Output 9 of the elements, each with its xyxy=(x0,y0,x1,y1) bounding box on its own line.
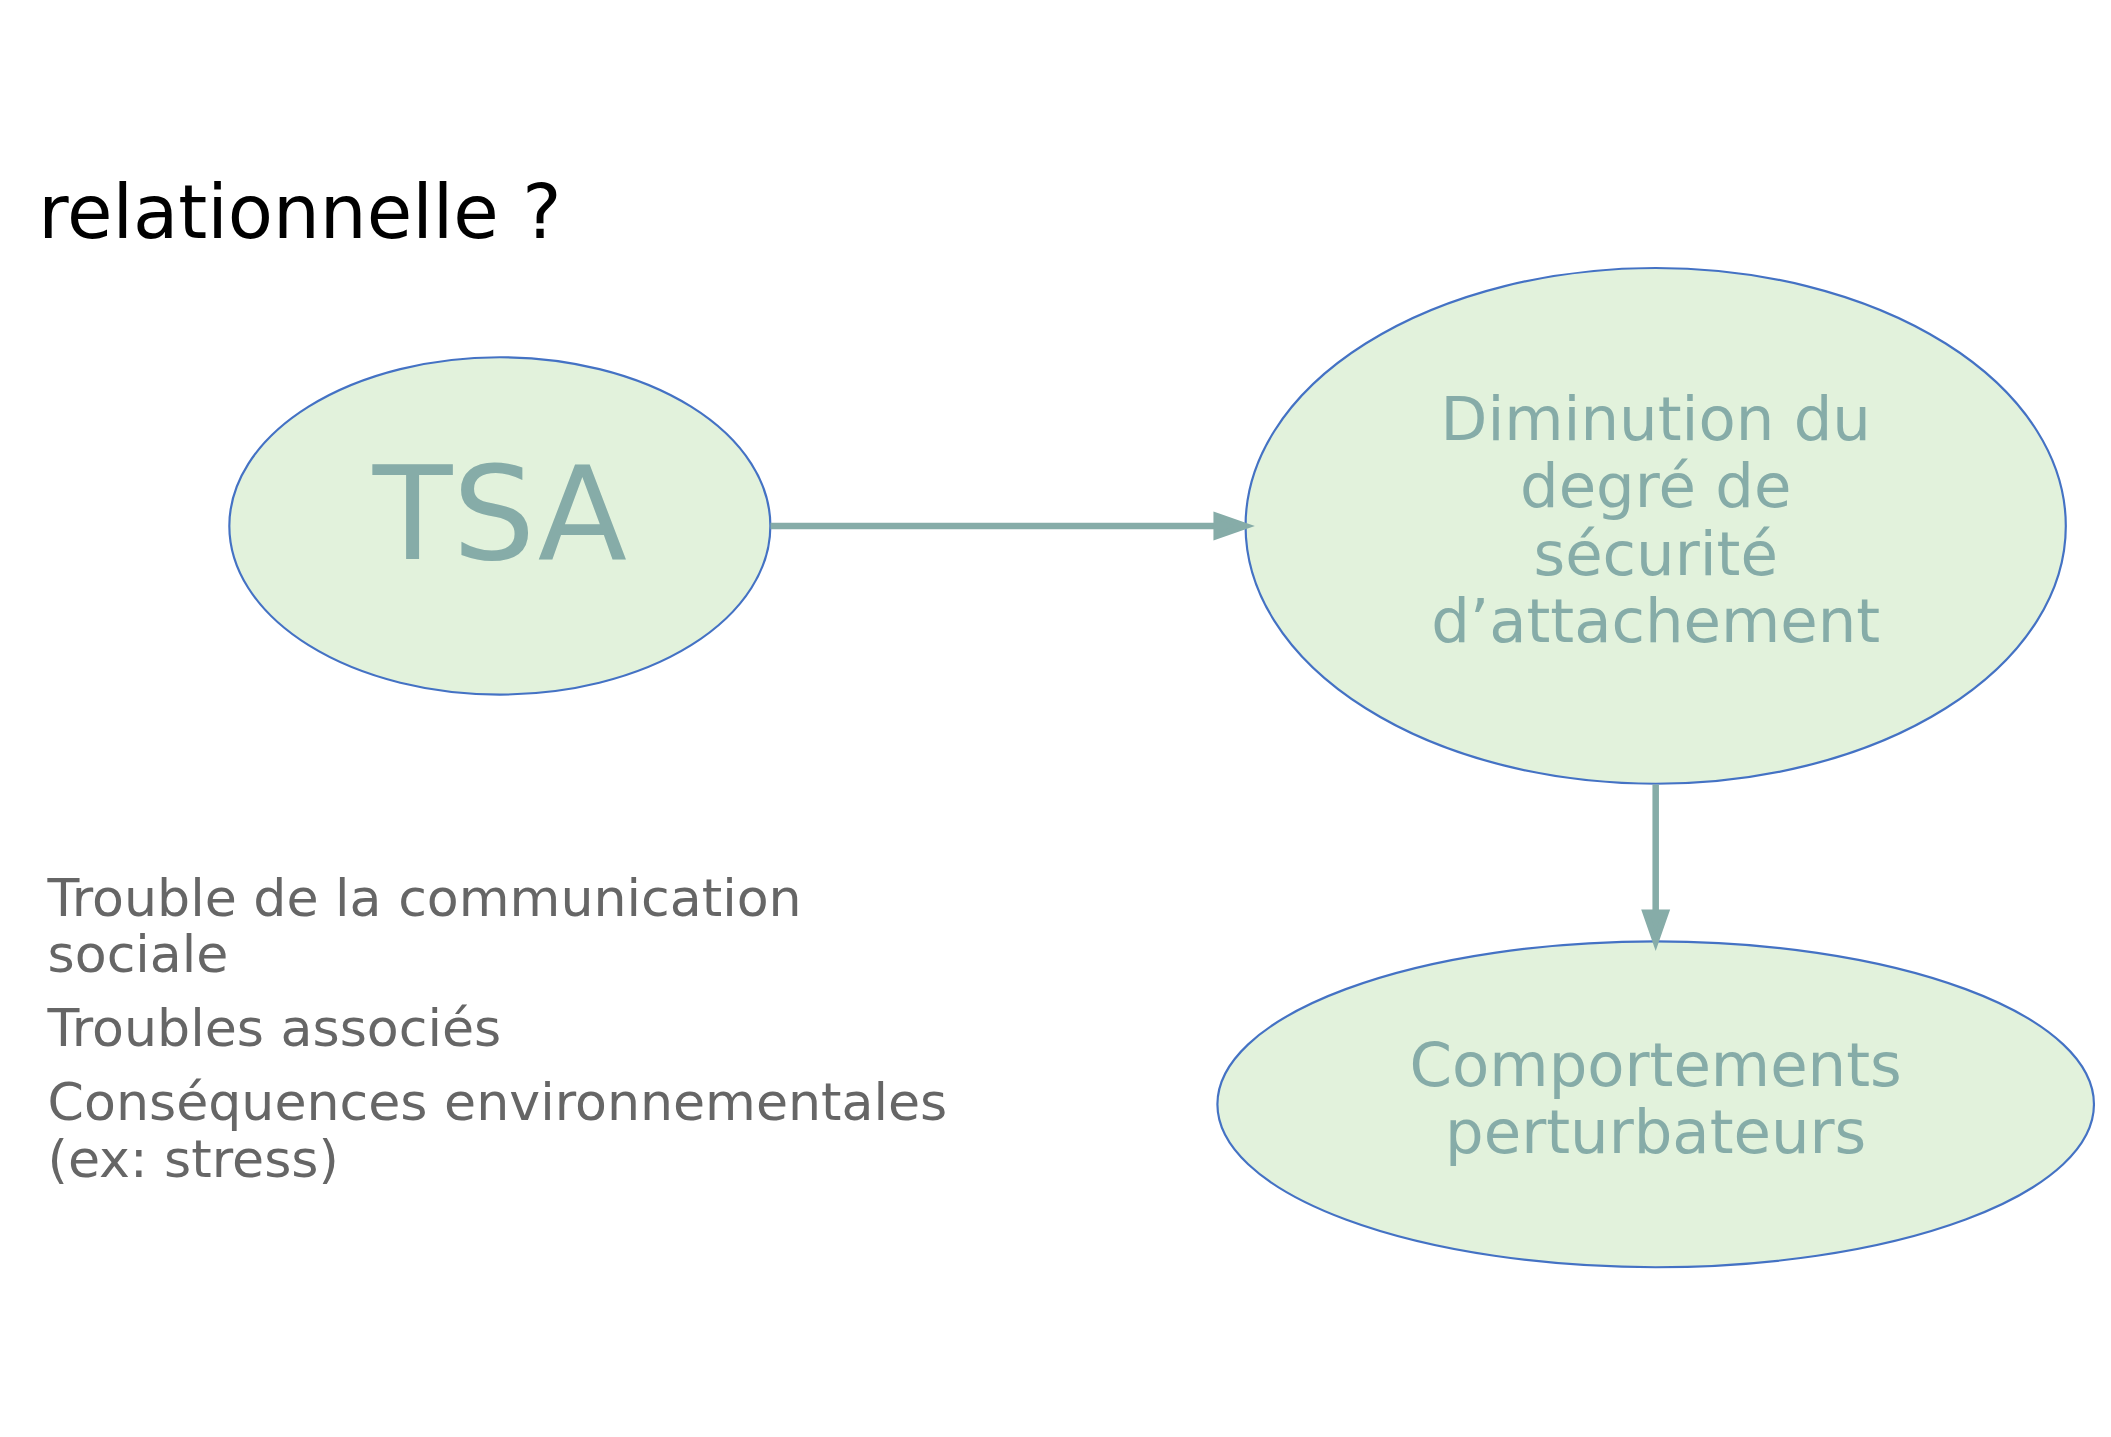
node-ellipse: Comportements perturbateurs xyxy=(1216,940,2096,1269)
label: Conséquences environnementales (ex: stress) xyxy=(47,1071,948,1189)
diagram-title: relationnelle ? xyxy=(38,168,562,255)
label: Troubles associés xyxy=(47,998,502,1059)
arrow xyxy=(770,511,1255,541)
arrow xyxy=(1641,784,1671,951)
label: Trouble de la communication sociale xyxy=(47,867,802,985)
node-ellipse: Diminution du degré de sécurité d’attachement xyxy=(1244,266,2067,785)
node-ellipse: TSA xyxy=(228,356,772,696)
